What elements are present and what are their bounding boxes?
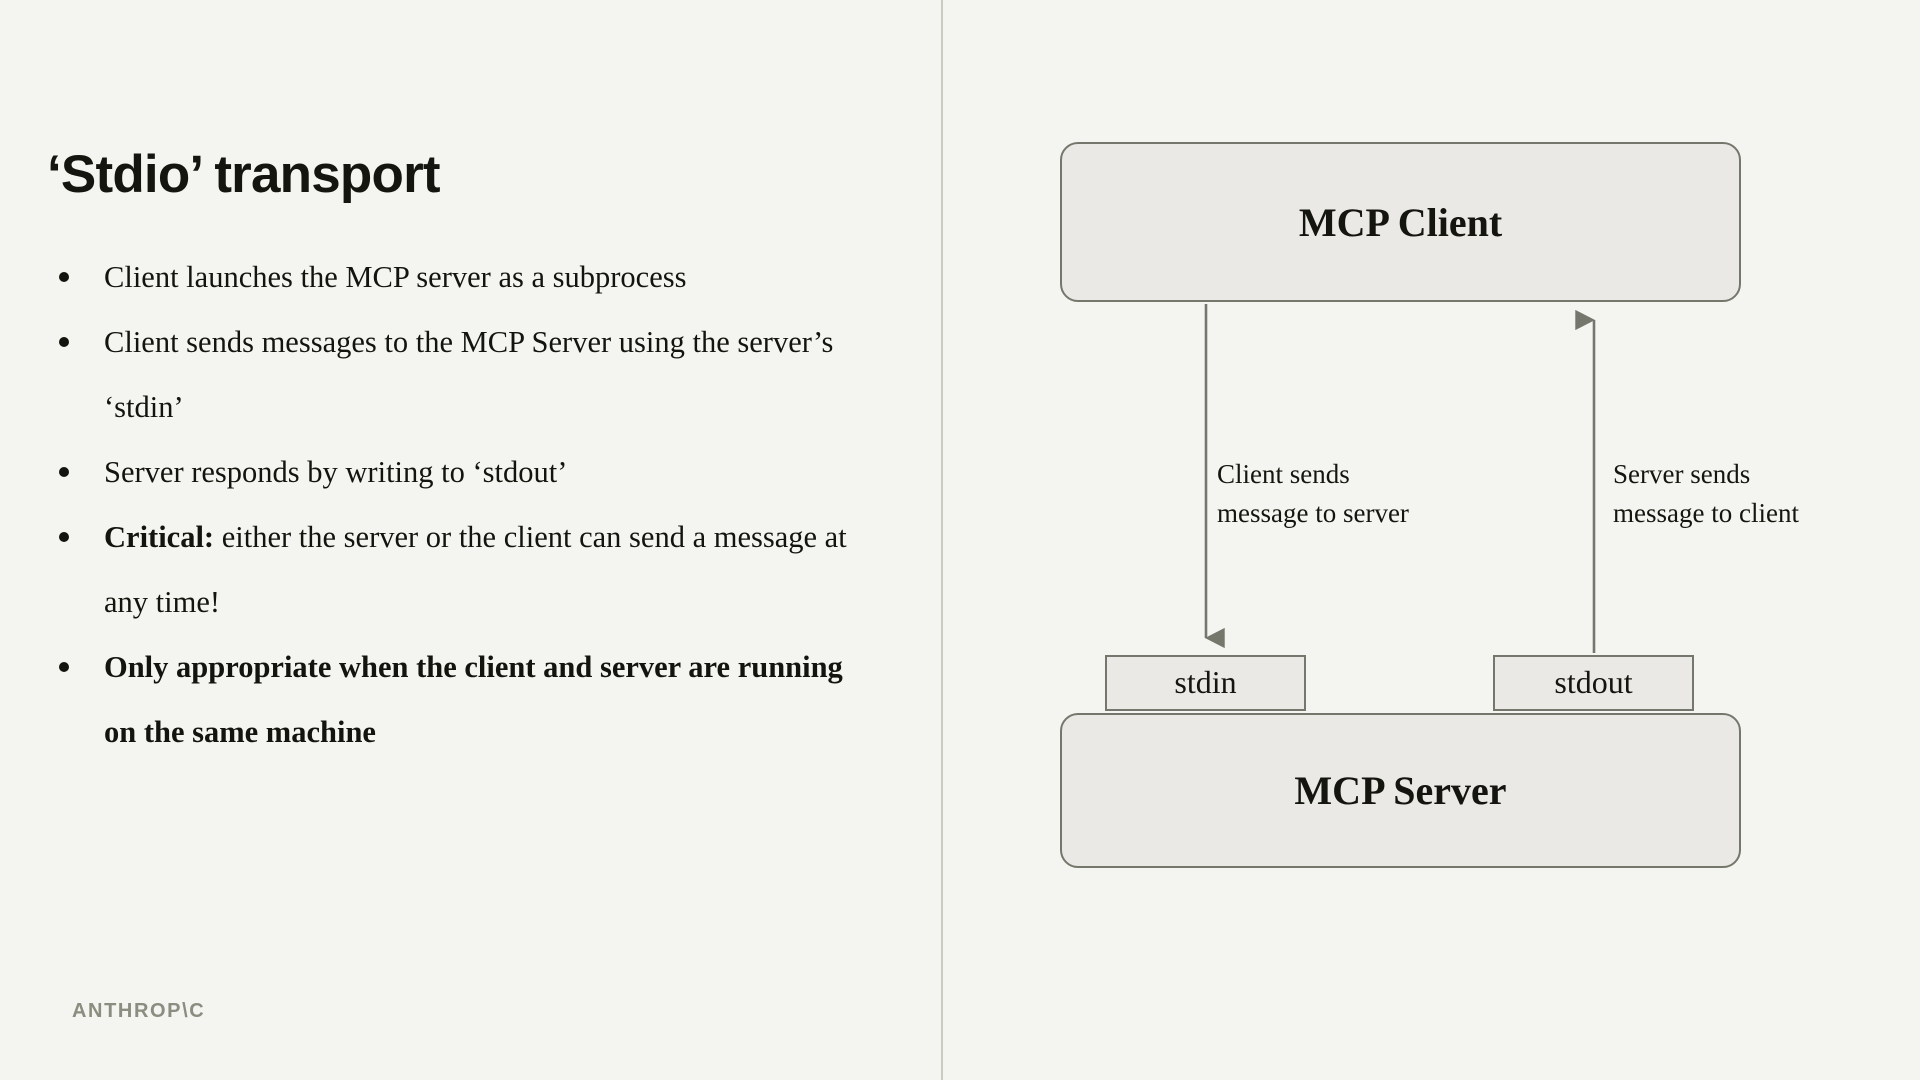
list-item-text: Only appropriate when the client and ser… [104,650,843,749]
bullet-dot-icon [59,532,69,542]
node-mcp-server-label: MCP Server [1294,768,1507,813]
edge-label-server-to-client: Server sends message to client [1613,459,1799,528]
node-mcp-client[interactable]: MCP Client [1060,142,1741,302]
node-stdin[interactable]: stdin [1105,655,1306,711]
left-content-column: ‘Stdio’ transport Client launches the MC… [0,0,941,1080]
bullet-list: Client launches the MCP server as a subp… [47,245,877,765]
bullet-dot-icon [59,337,69,347]
list-item-text: Client sends messages to the MCP Server … [104,325,834,424]
list-item: Client launches the MCP server as a subp… [47,245,877,310]
list-item-text: Server responds by writing to ‘stdout’ [104,455,568,489]
bullet-dot-icon [59,662,69,672]
list-item-text: either the server or the client can send… [104,520,847,619]
page-title: ‘Stdio’ transport [47,144,441,204]
list-item: Critical: either the server or the clien… [47,505,877,635]
bullet-dot-icon [59,272,69,282]
list-item: Server responds by writing to ‘stdout’ [47,440,877,505]
list-item-text: Client launches the MCP server as a subp… [104,260,687,294]
node-mcp-server[interactable]: MCP Server [1060,713,1741,868]
stdio-transport-diagram: MCP Client Client sends message to serve… [941,0,1920,1080]
list-item: Client sends messages to the MCP Server … [47,310,877,440]
node-mcp-client-label: MCP Client [1298,199,1503,245]
diagram-arrows [1204,304,1596,653]
node-stdin-label: stdin [1174,663,1237,700]
node-stdout-label: stdout [1554,663,1633,700]
anthropic-logo: ANTHROP\C [72,1000,206,1022]
node-stdout[interactable]: stdout [1493,655,1694,711]
column-divider [941,0,943,1080]
edge-label-client-to-server: Client sends message to server [1217,459,1409,528]
bullet-dot-icon [59,467,69,477]
list-item-lead: Critical: [104,520,215,554]
list-item: Only appropriate when the client and ser… [47,635,877,765]
